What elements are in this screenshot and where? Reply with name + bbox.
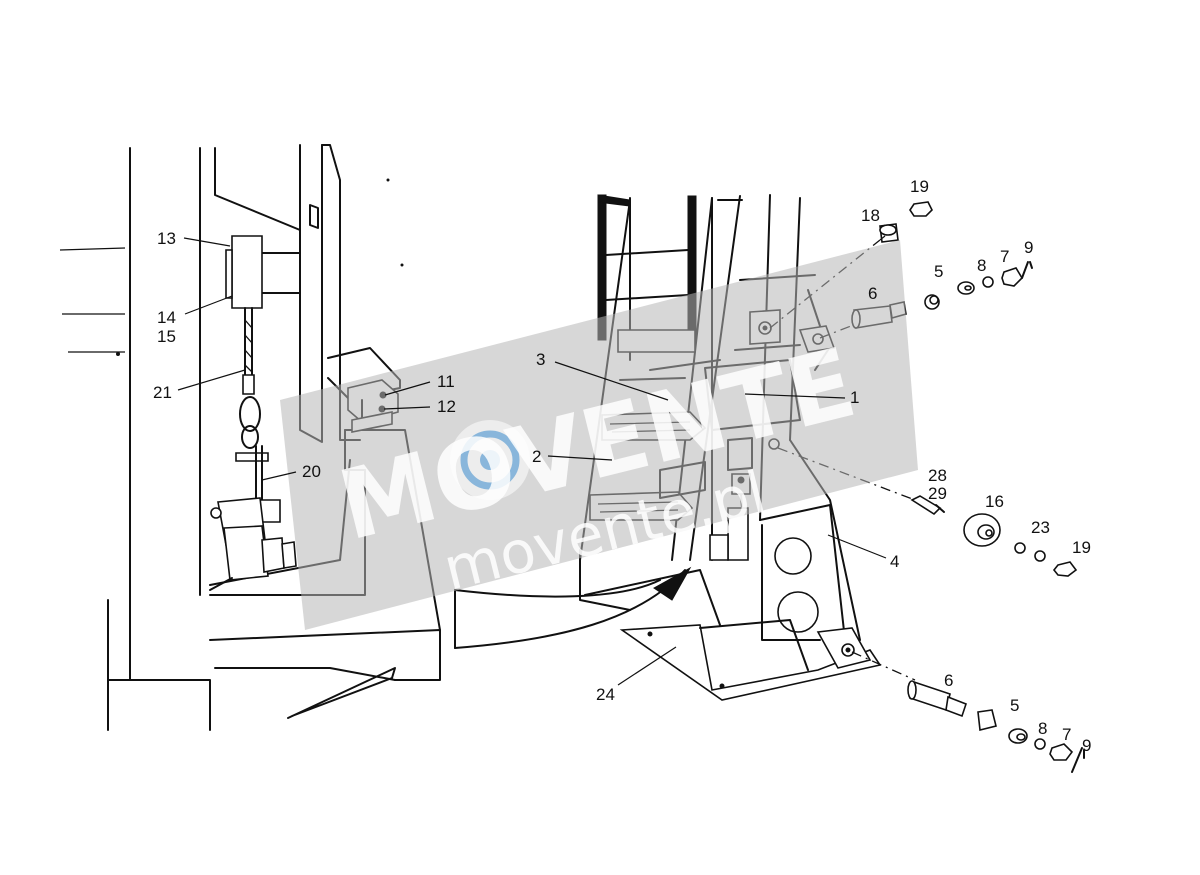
callout-9-top: 9: [1024, 238, 1033, 257]
callout-2: 2: [532, 447, 541, 466]
leader-lines: [177, 235, 887, 686]
callout-7-bottom: 7: [1062, 725, 1071, 744]
callout-5-top: 5: [934, 262, 943, 281]
callout-28: 28: [928, 466, 947, 485]
detail-arrow: [454, 566, 692, 649]
cable-assembly: [235, 307, 281, 523]
callout-23: 23: [1031, 518, 1050, 537]
callout-19-top: 19: [910, 177, 929, 196]
callout-6-top: 6: [868, 284, 877, 303]
callout-12: 12: [437, 397, 456, 416]
limit-switch-box: [225, 235, 263, 309]
callout-1: 1: [850, 388, 859, 407]
callout-16: 16: [985, 492, 1004, 511]
callout-7-top: 7: [1000, 247, 1009, 266]
callout-20: 20: [302, 462, 321, 481]
callout-8-bottom: 8: [1038, 719, 1047, 738]
callout-11: 11: [437, 372, 455, 391]
callout-labels: 13 14 15 21 20 11 12 3 2 1 4 24 19 18 5 …: [153, 177, 1091, 755]
callout-21: 21: [153, 383, 172, 402]
callout-4: 4: [890, 552, 899, 571]
callout-3: 3: [536, 350, 545, 369]
tensioner-unit: [209, 497, 297, 591]
callout-29: 29: [928, 484, 947, 503]
callout-8-top: 8: [977, 256, 986, 275]
callout-19-right: 19: [1072, 538, 1091, 557]
callout-18: 18: [861, 206, 880, 225]
callout-15: 15: [157, 327, 176, 346]
callout-9-bottom: 9: [1082, 736, 1091, 755]
callout-6-bottom: 6: [944, 671, 953, 690]
callout-5-bottom: 5: [1010, 696, 1019, 715]
callout-14: 14: [157, 308, 176, 327]
callout-13: 13: [157, 229, 176, 248]
callout-24: 24: [596, 685, 615, 704]
